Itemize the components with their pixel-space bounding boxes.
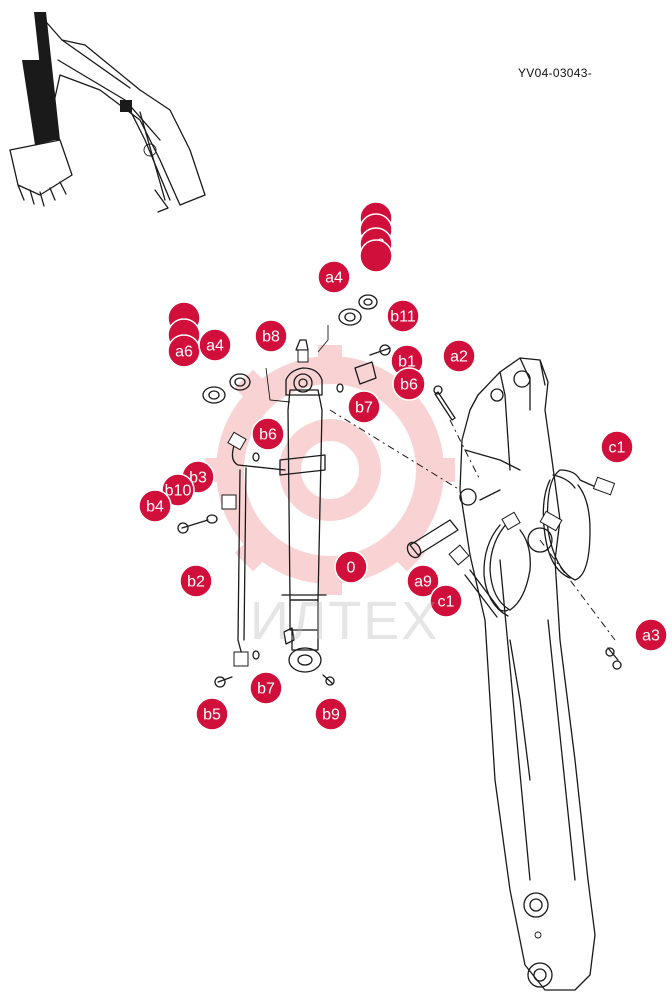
callout-label: b3 <box>189 470 207 487</box>
callout-label: a6 <box>175 344 193 361</box>
callout-circle <box>317 260 351 294</box>
callout-label: b6 <box>259 427 277 444</box>
callout-label: a9 <box>414 574 432 591</box>
callout-circle <box>314 697 348 731</box>
callout-label: b11 <box>390 309 416 326</box>
excavator-thumbnail <box>9 12 206 213</box>
callout-b10: b10 <box>161 473 195 507</box>
callout-circle <box>249 671 283 705</box>
callout-label: b7 <box>257 681 275 698</box>
callout-label: b9 <box>322 707 340 724</box>
callout-b6-1: b6 <box>392 367 426 401</box>
callout-a3: a3 <box>634 618 668 652</box>
callout-a4-1: a4 <box>317 260 351 294</box>
callout-circle <box>359 239 393 273</box>
guide-line-3 <box>449 419 481 481</box>
callout-b2: b2 <box>179 564 213 598</box>
arm-body <box>459 357 596 991</box>
callout-a9: a9 <box>406 564 440 598</box>
callout-circle <box>600 430 634 464</box>
callout-circle <box>386 299 420 333</box>
callout-b11: b11 <box>386 299 420 333</box>
drawing-code: YV04-03043- <box>518 66 593 80</box>
watermark-logo <box>205 345 455 595</box>
callout-label: b2 <box>187 574 205 591</box>
callout-circle <box>195 697 229 731</box>
callout-label: b8 <box>262 329 280 346</box>
callout-circle <box>334 550 368 584</box>
callout-label: b10 <box>165 483 192 500</box>
callout-a2: a2 <box>442 339 476 373</box>
callout-circle <box>392 367 426 401</box>
callout-label: 0 <box>347 560 356 577</box>
callout-label: b1 <box>398 354 416 371</box>
callout-c1-2: c1 <box>429 584 463 618</box>
callout-circle <box>179 564 213 598</box>
callout-circle <box>347 390 381 424</box>
callout-label: b5 <box>203 707 221 724</box>
callout-layer: a6a4b11b1b6a2b7b8a6a4b6c1b3b10b40b2a9c1a… <box>138 201 668 731</box>
callout-label: c1 <box>609 440 626 457</box>
callout-label: b6 <box>400 377 418 394</box>
guide-line-2 <box>539 539 616 641</box>
callout-circle <box>429 584 463 618</box>
callout-b7-1: b7 <box>347 390 381 424</box>
callout-b5: b5 <box>195 697 229 731</box>
callout-circle <box>254 319 288 353</box>
callout-b4: b4 <box>138 489 172 523</box>
small-parts <box>177 294 622 688</box>
watermark-text: ИЛТЕХ <box>250 591 440 651</box>
callout-label: c1 <box>438 594 455 611</box>
callout-circle <box>198 328 232 362</box>
arm-hoses <box>448 469 616 618</box>
callout-b9: b9 <box>314 697 348 731</box>
callout-a6-7: a6 <box>167 334 201 368</box>
callout-label: a3 <box>642 628 660 645</box>
callout-b7-2: b7 <box>249 671 283 705</box>
callout-a6-4 <box>359 239 393 273</box>
callout-label: a4 <box>206 338 224 355</box>
callout-circle <box>442 339 476 373</box>
callout-b8: b8 <box>254 319 288 353</box>
hydraulic-cylinder <box>279 339 327 673</box>
callout-circle <box>406 564 440 598</box>
callout-a4-2: a4 <box>198 328 232 362</box>
callout-label: b4 <box>146 499 164 516</box>
callout-circle <box>251 417 285 451</box>
callout-b6-2: b6 <box>251 417 285 451</box>
callout-circle <box>161 473 195 507</box>
callout-label: b7 <box>355 400 373 417</box>
callout-circle <box>634 618 668 652</box>
pins <box>406 385 459 559</box>
callout-c1-1: c1 <box>600 430 634 464</box>
callout-label: a2 <box>450 349 468 366</box>
callout-circle <box>138 489 172 523</box>
callout-part-0: 0 <box>334 550 368 584</box>
callout-label: a4 <box>325 270 343 287</box>
